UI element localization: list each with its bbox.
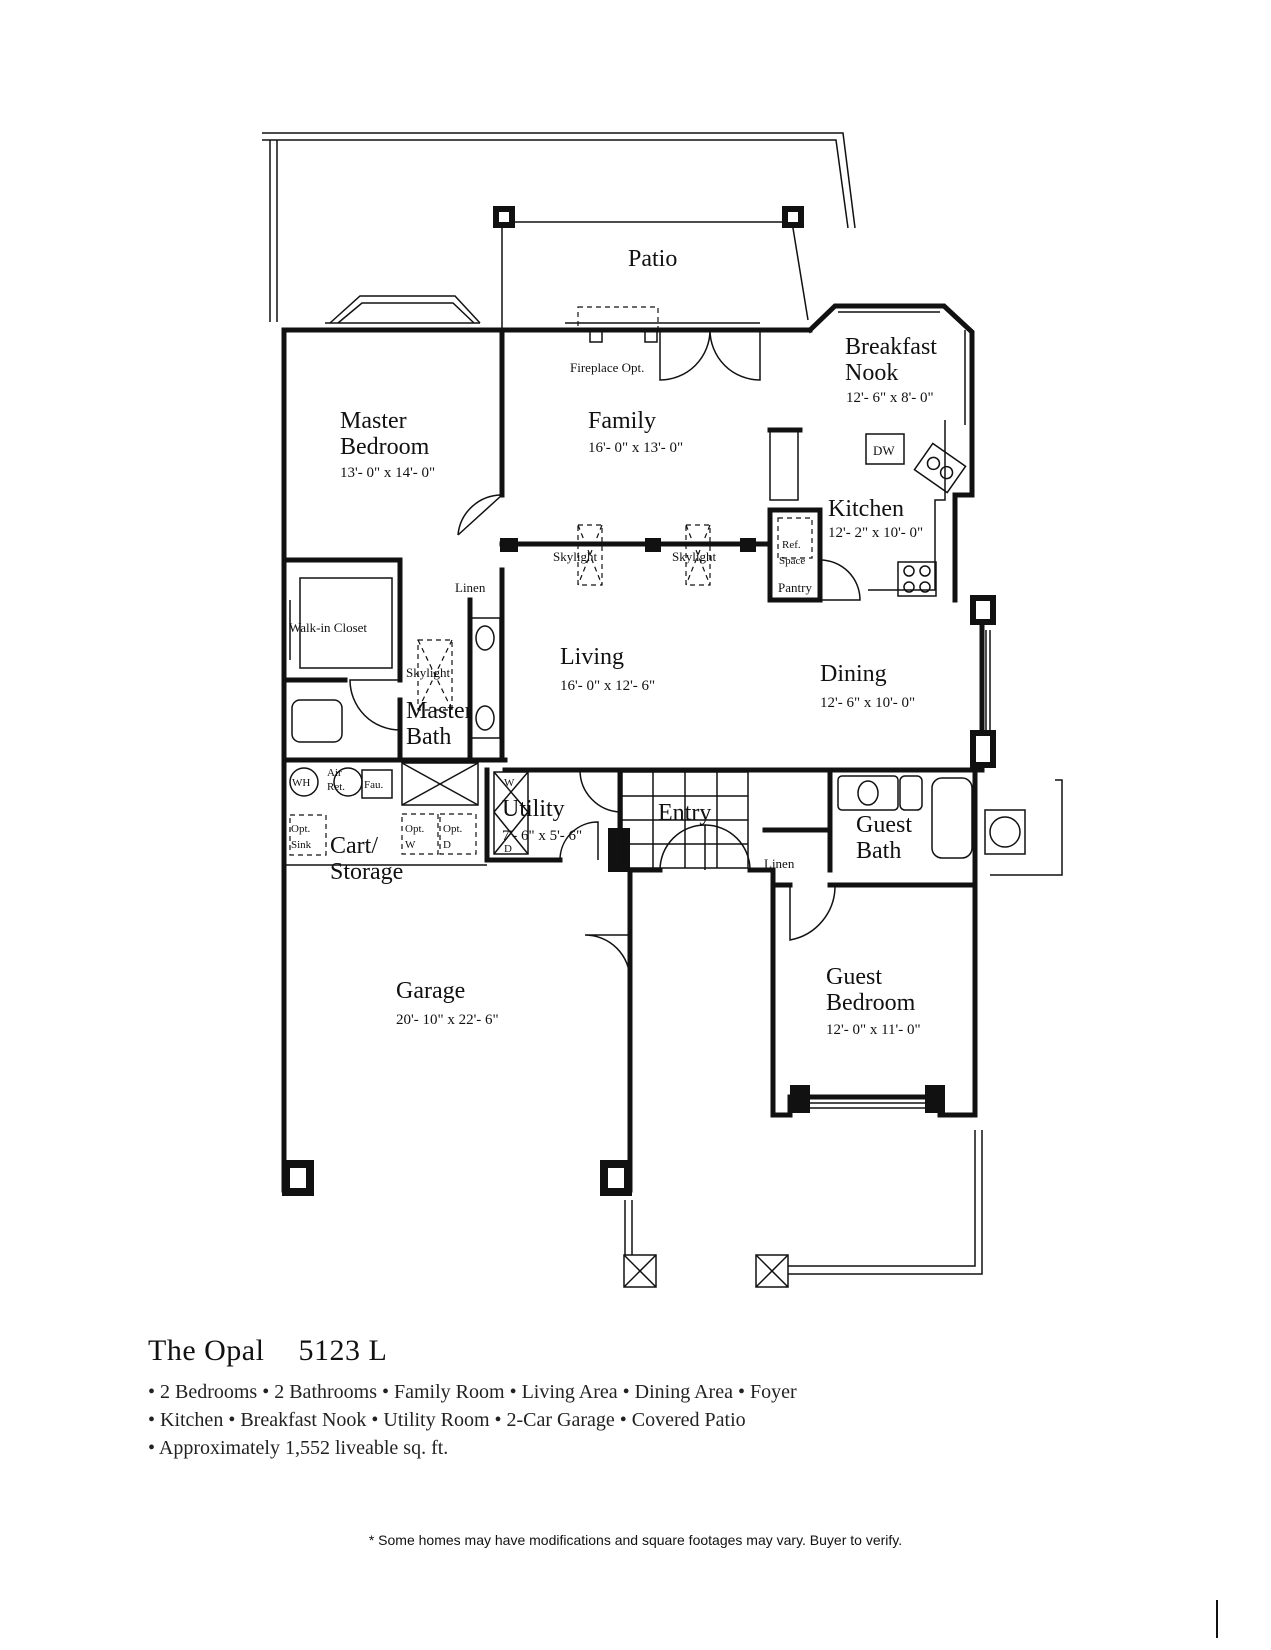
opt-washer-label-2: W xyxy=(405,839,416,851)
room-labels: Patio Breakfast Nook 12'- 6" x 8'- 0" Ma… xyxy=(330,246,937,1038)
opt-sink-label-1: Opt. xyxy=(291,823,311,835)
ref-space-label-1: Ref. xyxy=(782,539,801,551)
feature-line-3: • Approximately 1,552 liveable sq. ft. xyxy=(148,1437,449,1459)
plan-name: The Opal xyxy=(148,1334,265,1367)
doors xyxy=(349,329,861,981)
windows xyxy=(289,295,991,1109)
linen-label-master: Linen xyxy=(455,580,486,595)
skylight-label-2: Skylight xyxy=(672,549,716,564)
air-return-label-1: Air xyxy=(327,767,342,779)
utility-washer-label: W xyxy=(504,777,515,789)
opt-dryer-label-2: D xyxy=(443,839,451,851)
entry-label: Entry xyxy=(658,800,711,826)
utility-label: Utility xyxy=(502,796,565,822)
guest-bedroom-dims: 12'- 0" x 11'- 0" xyxy=(826,1022,921,1038)
opt-sink-label-2: Sink xyxy=(291,839,312,851)
breakfast-nook-label-1: Breakfast xyxy=(845,334,937,360)
patio-cover-outline xyxy=(262,132,856,330)
utility-dryer-label: D xyxy=(504,843,512,855)
air-return-label-2: Ret. xyxy=(327,781,345,793)
fixture-labels: Fireplace Opt. DW Skylight Skylight Skyl… xyxy=(289,360,895,871)
disclaimer: * Some homes may have modifications and … xyxy=(368,1532,903,1548)
feature-line-1: • 2 Bedrooms • 2 Bathrooms • Family Room… xyxy=(148,1381,797,1403)
cart-storage-label-1: Cart/ xyxy=(330,833,378,859)
linen-label-hall: Linen xyxy=(764,856,795,871)
water-heater-label: WH xyxy=(292,777,310,789)
master-bedroom-dims: 13'- 0" x 14'- 0" xyxy=(340,465,435,481)
plan-info: The Opal 5123 L • 2 Bedrooms • 2 Bathroom… xyxy=(148,1334,1048,1462)
breakfast-nook-label-2: Nook xyxy=(845,360,898,386)
guest-bedroom-label-2: Bedroom xyxy=(826,990,916,1016)
feature-line-2: • Kitchen • Breakfast Nook • Utility Roo… xyxy=(148,1409,746,1431)
pantry-label: Pantry xyxy=(778,580,812,595)
skylight-label-3: Skylight xyxy=(406,665,450,680)
margin-mark xyxy=(1216,1600,1218,1638)
master-bedroom-label-2: Bedroom xyxy=(340,434,430,460)
plan-code: 5123 L xyxy=(298,1334,388,1367)
fireplace-label: Fireplace Opt. xyxy=(570,360,644,375)
master-bedroom-label-1: Master xyxy=(340,408,407,434)
kitchen-dims: 12'- 2" x 10'- 0" xyxy=(828,525,923,541)
guest-bath-label-1: Guest xyxy=(856,812,912,838)
dining-label: Dining xyxy=(820,661,887,687)
opt-washer-label-1: Opt. xyxy=(405,823,425,835)
patio-posts xyxy=(493,206,804,228)
opt-dryer-label-1: Opt. xyxy=(443,823,463,835)
guest-bedroom-label-1: Guest xyxy=(826,964,882,990)
living-label: Living xyxy=(560,644,624,670)
cart-storage-label-2: Storage xyxy=(330,859,403,885)
feature-list: • 2 Bedrooms • 2 Bathrooms • Family Room… xyxy=(148,1378,1048,1462)
dining-dims: 12'- 6" x 10'- 0" xyxy=(820,695,915,711)
fau-label: Fau. xyxy=(364,779,384,791)
master-bath-label-2: Bath xyxy=(406,724,451,750)
breakfast-nook-dims: 12'- 6" x 8'- 0" xyxy=(846,390,934,406)
family-dims: 16'- 0" x 13'- 0" xyxy=(588,440,683,456)
garage-posts xyxy=(282,1160,632,1196)
dishwasher-label: DW xyxy=(873,443,895,458)
garage-label: Garage xyxy=(396,978,465,1004)
family-label: Family xyxy=(588,408,656,434)
master-bath-label-1: Master xyxy=(406,698,473,724)
plan-title: The Opal 5123 L xyxy=(148,1334,1048,1368)
guest-bath-label-2: Bath xyxy=(856,838,901,864)
utility-dims: 7'- 6" x 5'- 6" xyxy=(502,828,582,844)
kitchen-label: Kitchen xyxy=(828,496,904,522)
dining-posts xyxy=(500,538,996,1113)
patio-label: Patio xyxy=(628,246,677,272)
garage-dims: 20'- 10" x 22'- 6" xyxy=(396,1012,499,1028)
living-dims: 16'- 0" x 12'- 6" xyxy=(560,678,655,694)
fixtures xyxy=(289,306,1063,1288)
skylight-label-1: Skylight xyxy=(553,549,597,564)
ref-space-label-2: Space xyxy=(779,555,805,567)
walk-in-closet-label: Walk-in Closet xyxy=(289,620,367,635)
